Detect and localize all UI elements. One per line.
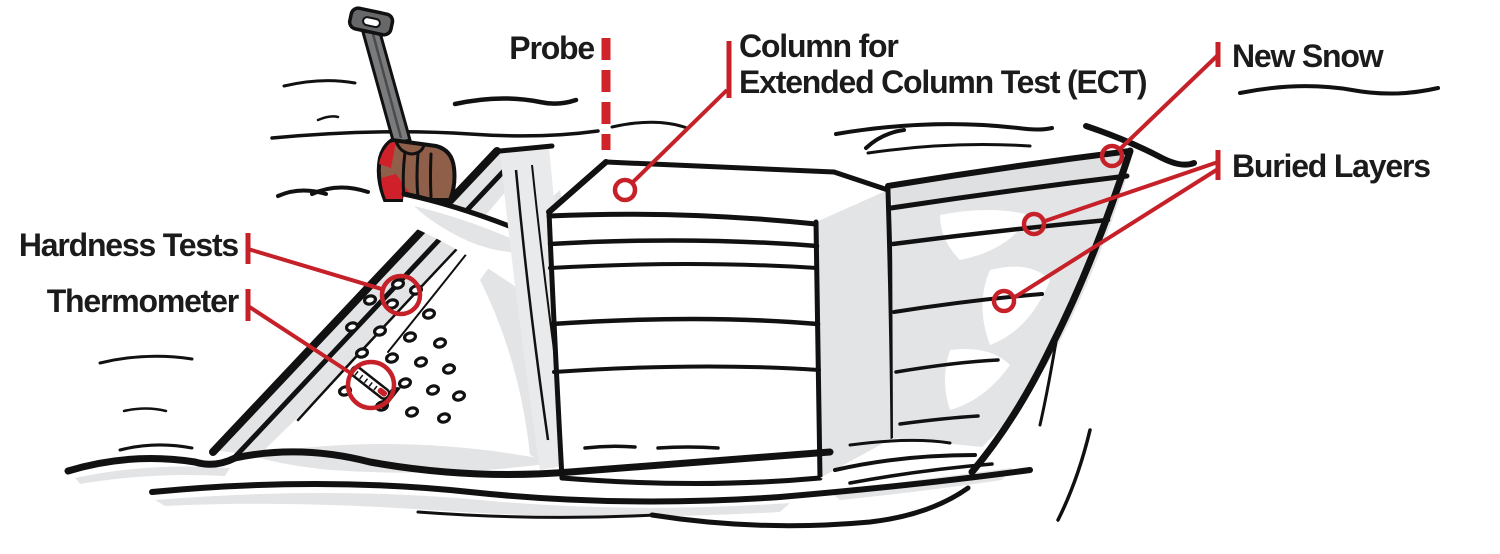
label-column-ect-line1: Column for [739,28,899,64]
ect-column [546,159,896,486]
label-column-ect: Column for Extended Column Test (ECT) [739,28,1148,100]
callout-column-ect [612,41,732,203]
new-snow-layer [890,150,1128,206]
label-new-snow: New Snow [1232,38,1384,74]
callout-new-snow [1099,42,1221,169]
callout-buried-layers [991,150,1221,314]
shovel-blade [376,137,457,202]
column-layer-lines [547,238,821,450]
callout-thermometer [245,289,397,411]
column-side-face [816,190,893,478]
column-outline [546,159,896,486]
label-probe: Probe [509,30,595,66]
shovel-icon [347,6,457,202]
label-column-ect-line2: Extended Column Test (ECT) [739,64,1148,100]
label-thermometer: Thermometer [46,283,240,319]
callout-hardness-tests [245,233,423,317]
wall-lines [864,123,1197,522]
snow-surface-lines-top [98,79,1440,452]
snow-surface-lines-bottom [64,438,1033,529]
column-top-face [549,162,834,222]
label-buried-layers: Buried Layers [1232,148,1431,184]
callout-lines [245,41,1221,411]
shovel-grip [347,6,395,37]
column-front-face [549,212,820,484]
label-hardness-tests: Hardness Tests [18,227,239,263]
